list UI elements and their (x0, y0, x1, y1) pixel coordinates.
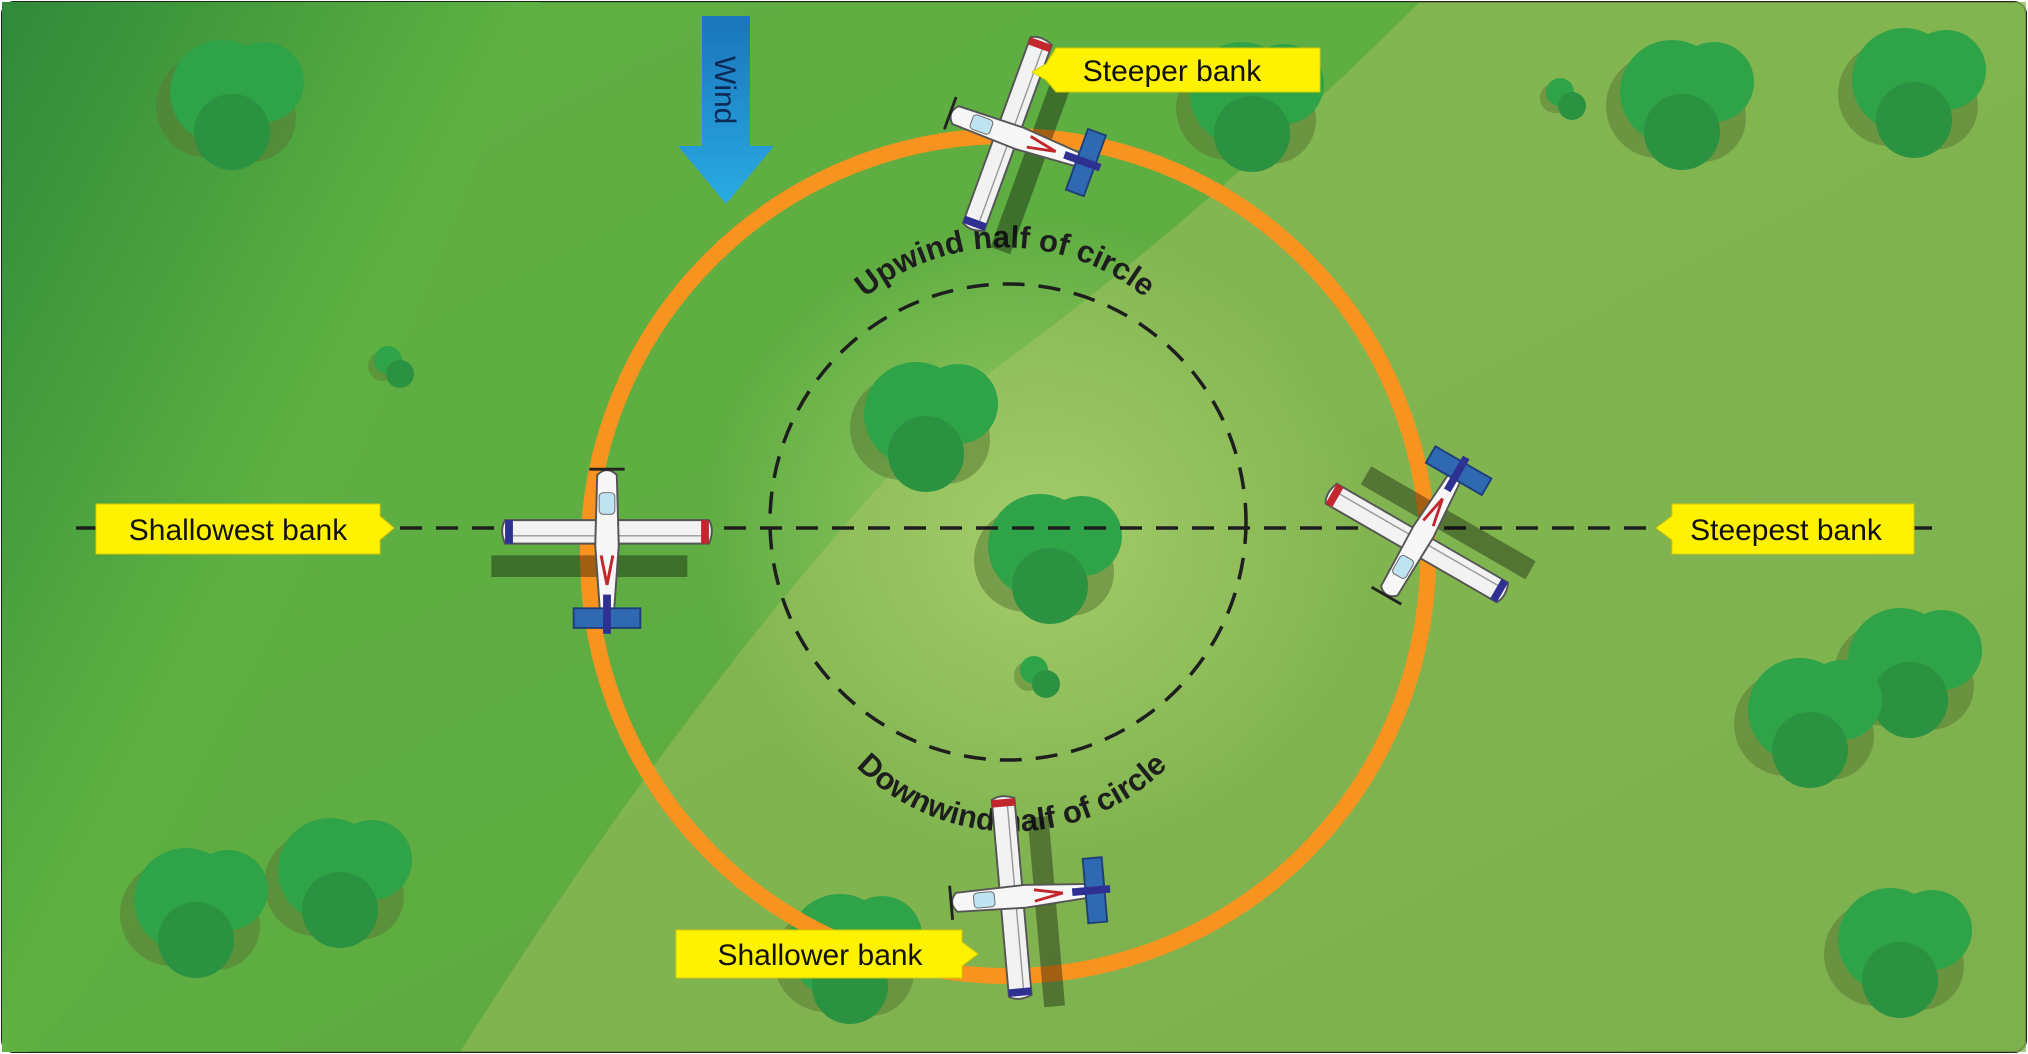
inner-dashed-circle (768, 282, 1248, 762)
wind-label: Wind (708, 56, 741, 124)
svg-text:Shallowest bank: Shallowest bank (129, 514, 348, 547)
svg-text:Steepest bank: Steepest bank (1690, 514, 1883, 547)
wind-arrow-icon: Wind (678, 16, 774, 204)
svg-text:Shallower bank: Shallower bank (717, 939, 923, 972)
label-shallower-bank: Shallower bank (675, 929, 979, 979)
label-steeper-bank: Steeper bank (1030, 47, 1321, 93)
label-shallowest-bank: Shallowest bank (95, 503, 395, 555)
label-steepest-bank: Steepest bank (1655, 503, 1915, 555)
svg-text:Steeper bank: Steeper bank (1083, 55, 1262, 88)
